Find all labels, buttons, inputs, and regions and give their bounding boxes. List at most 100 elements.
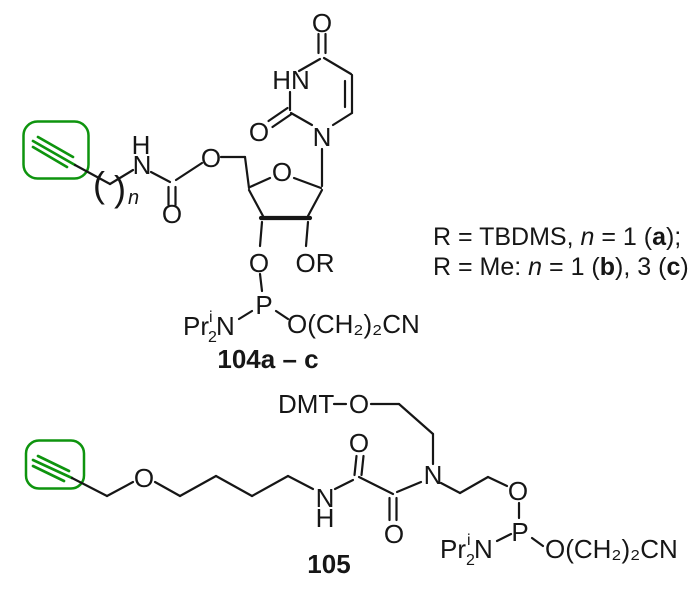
atom-label-carbonyl-o: O: [162, 199, 182, 229]
double-bond-line: [360, 454, 365, 477]
legend-text-part: ): [680, 253, 689, 281]
compound-label-105: 105: [307, 549, 350, 579]
atom-label-oxalyl-o2: O: [384, 519, 404, 549]
repeat-paren-open: (: [93, 164, 105, 205]
triple-bond-line: [36, 454, 71, 473]
bond: [108, 168, 135, 186]
alkyne-highlight-104: [22, 120, 90, 180]
highlight-box: [22, 120, 90, 180]
ipr-group-n: N: [474, 534, 493, 564]
bond: [530, 536, 545, 548]
triple-bond-line: [31, 145, 69, 169]
atom-label-nh-n: N: [133, 150, 152, 180]
bond: [247, 188, 265, 218]
atom-label-ether-o: O: [134, 463, 154, 493]
ipr-group-sup-i: i: [209, 309, 213, 326]
repeat-paren-close: ): [114, 168, 126, 209]
bond: [289, 111, 314, 127]
legend-text-part: ), 3 (: [615, 253, 667, 281]
bond: [243, 155, 251, 190]
bond: [70, 476, 109, 498]
uracil-ring: [267, 32, 354, 129]
double-bond-line: [267, 106, 289, 123]
bond: [495, 532, 513, 543]
legend-text-part: = 1 (: [542, 253, 600, 281]
legend-text-part: R = TBDMS,: [433, 223, 581, 251]
double-bond-line: [271, 112, 293, 129]
legend-line-2: R = Me: n = 1 (b), 3 (c): [433, 252, 689, 282]
triple-bond-line: [31, 139, 77, 167]
atom-label-ring-o: O: [272, 157, 292, 187]
atom-label-amide-h: H: [316, 503, 335, 533]
atom-label-dmt-o: O: [349, 389, 369, 419]
bond: [395, 480, 423, 494]
bond: [237, 309, 254, 321]
bond: [322, 56, 353, 76]
dmt-label: DMT: [278, 389, 334, 419]
bond: [397, 402, 435, 436]
bond: [250, 474, 290, 498]
ipr-group-n: N: [216, 311, 235, 341]
bond: [286, 474, 315, 491]
repeat-n-subscript: n: [128, 187, 139, 209]
phosphoramidite-bonds-104: [237, 272, 290, 321]
atom-label-uracil-o-left: O: [249, 117, 269, 147]
atom-label-ester-o: O: [508, 476, 528, 506]
atom-label-uracil-n1: N: [313, 122, 332, 152]
triple-bond-line: [31, 464, 66, 483]
oxalyl-bonds-105: [333, 454, 423, 522]
bond: [292, 176, 323, 190]
legend-text-part: R = Me:: [433, 253, 529, 281]
phosphoramidite-bonds-105: [439, 475, 545, 548]
bond: [105, 480, 135, 498]
bond: [174, 161, 204, 182]
atom-label-oxalyl-o1: O: [349, 428, 369, 458]
bond: [149, 170, 172, 184]
atom-label-uracil-o-top: O: [312, 8, 332, 38]
bond: [306, 188, 324, 218]
bond: [214, 474, 254, 498]
legend-text-part: );: [665, 223, 682, 251]
chain-bonds-105: [70, 474, 315, 498]
bond: [153, 480, 182, 498]
bond: [248, 176, 272, 189]
bond: [297, 57, 322, 73]
triple-bond-line: [36, 135, 75, 159]
atom-label-uracil-hn: HN: [272, 65, 310, 95]
double-bond-line: [353, 454, 358, 477]
cyanoethyl-chain-label: O(CH₂)₂CN: [287, 309, 420, 339]
legend-text-part: n: [528, 253, 543, 281]
triple-bond-line: [31, 458, 74, 480]
ipr-group-pr: Pr: [440, 534, 466, 564]
ipr-group-sub2: 2: [466, 552, 475, 569]
highlight-box: [24, 439, 86, 490]
legend-line-1: R = TBDMS, n = 1 (a);: [433, 222, 689, 252]
legend-text-part: a: [652, 223, 666, 251]
ribose-ring: [247, 147, 324, 248]
cyanoethyl-chain-label: O(CH₂)₂CN: [545, 534, 678, 564]
bond: [357, 475, 395, 496]
alkyne-highlight-105: [24, 439, 86, 490]
legend-text-part: b: [599, 253, 616, 281]
atom-label-p: P: [511, 517, 528, 547]
bond: [274, 309, 290, 321]
bond: [73, 163, 112, 186]
ipr-group-pr: Pr: [183, 311, 209, 341]
atom-label-or: OR: [296, 248, 335, 278]
bond: [258, 272, 264, 293]
bond: [486, 475, 509, 488]
bond: [178, 474, 218, 498]
ipr-group-sub2: 2: [208, 329, 217, 346]
r-group-legend: R = TBDMS, n = 1 (a); R = Me: n = 1 (b),…: [433, 222, 689, 282]
compound-105-structure: DMT O O N H O O N O P Pr 2 i N O(CH₂)₂CN…: [24, 389, 678, 579]
atom-label-p: P: [255, 290, 272, 320]
bond: [458, 475, 490, 495]
bond: [333, 478, 355, 491]
legend-text-part: c: [666, 253, 681, 281]
bond: [304, 220, 310, 248]
linker-bonds-104: [73, 155, 251, 207]
dmt-arm-bonds-105: [332, 402, 435, 466]
legend-text-part: = 1 (: [594, 223, 653, 251]
